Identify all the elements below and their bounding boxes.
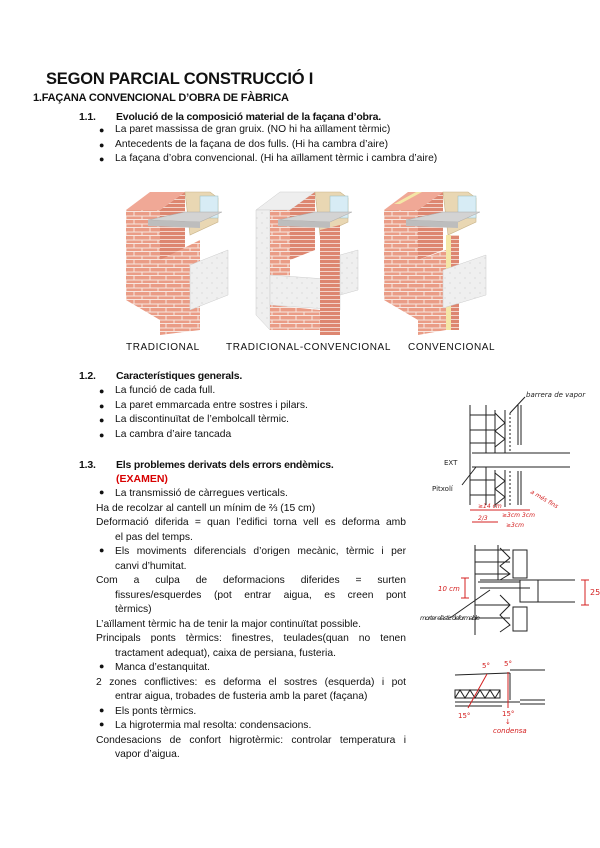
text-line: La transmissió de càrregues verticals. <box>115 488 288 499</box>
list-item: ● Manca d’estanquitat. <box>96 661 406 676</box>
figure-caption-traditional-conventional: TRADICIONAL-CONVENCIONAL <box>226 342 391 353</box>
list-item: ● Els ponts tèrmics. <box>96 705 406 720</box>
text-line: La higrotermia mal resolta: condensacion… <box>115 720 312 731</box>
subsection-heading-1-1: 1.1. Evolució de la composició material … <box>79 111 479 125</box>
bullet-icon: ● <box>99 139 105 150</box>
sketch-label-mortar: morter elàstic deformable <box>420 614 480 622</box>
sketch-slab-edge-joint: 10 cm 25 morter elàstic deformable <box>420 545 600 635</box>
text-line: Principals ponts tèrmics: finestres, teu… <box>96 633 406 644</box>
list-item: ●La funció de cada full. <box>99 384 308 399</box>
wall-section-conventional-illustration <box>384 191 487 335</box>
paragraph: Deformació diferida = quan l’edifici tor… <box>96 516 406 545</box>
list-item: ●La paret emmarcada entre sostres i pila… <box>99 399 308 414</box>
bullet-icon: ● <box>99 719 105 729</box>
text-line: Els ponts tèrmics. <box>115 705 197 717</box>
wall-sections-figure <box>126 191 487 335</box>
bullet-icon: ● <box>99 487 105 497</box>
sketch-arrow-icon: ↓ <box>505 718 511 726</box>
text-line: entrar aigua, trobades de fusteria amb l… <box>115 691 368 702</box>
sketch-temp-4: 15° <box>502 710 514 718</box>
list-item: ●La discontinuïtat de l’embolcall tèrmic… <box>99 413 308 428</box>
subsection-title: Característiques generals. <box>116 370 243 382</box>
bullet-icon: ● <box>99 545 105 555</box>
list-item: ●La façana d’obra convencional. (Hi ha a… <box>99 152 437 167</box>
subsection-number: 1.2. <box>79 370 96 382</box>
bullet-icon: ● <box>99 125 105 135</box>
sketch-dim-right: 25 <box>590 588 600 597</box>
sketch-dim-total: ≥14 cm <box>478 503 502 510</box>
sketch-red-note: a més fins <box>529 489 559 511</box>
paragraph: Principals ponts tèrmics: finestres, teu… <box>96 632 406 661</box>
bullet-icon: ● <box>99 386 105 396</box>
list-item: ●La paret massissa de gran gruix. (NO hi… <box>99 123 437 138</box>
text-line: L’aïllament tèrmic ha de tenir la major … <box>96 618 361 630</box>
sketch-dim-left: 10 cm <box>438 585 460 593</box>
paragraph: 2 zones conflictives: es deforma el sost… <box>96 676 406 705</box>
text-line: Manca d’estanquitat. <box>115 662 211 673</box>
subsection-title: Evolució de la composició material de la… <box>116 111 382 123</box>
sketch-dim-a: ≥3cm <box>502 512 520 519</box>
subsection-heading-1-3: 1.3. Els problemes derivats dels errors … <box>79 459 419 473</box>
subsection-heading-1-2: 1.2. Característiques generals. <box>79 370 379 384</box>
text-line: vapor d’aigua. <box>115 749 180 760</box>
bullet-icon: ● <box>99 415 105 425</box>
list-item: ●Antecedents de la façana de dos fulls. … <box>99 138 437 153</box>
text-line: tractament adequat), caixa de persiana, … <box>115 647 336 659</box>
sketch-label-condensa: condensa <box>493 727 527 735</box>
list-item: ● La higrotermia mal resolta: condensacio… <box>96 719 406 734</box>
subsection-number: 1.1. <box>79 111 96 123</box>
text-line: Deformació diferida = quan l’edifici tor… <box>96 517 406 528</box>
wall-section-traditional-illustration <box>126 191 229 335</box>
sketch-temp-1: 5° <box>482 662 490 670</box>
paragraph: Com a culpa de deformacions diferides = … <box>96 574 406 618</box>
sketch-dim-third: 2/3 <box>478 515 488 522</box>
sketch-label-brick: Pitxolí <box>432 485 454 493</box>
wall-section-traditional-conventional-illustration <box>255 191 359 335</box>
exam-tag: (EXAMEN) <box>116 473 168 485</box>
paragraph: L’aïllament tèrmic ha de tenir la major … <box>96 618 406 633</box>
paragraph: Ha de recolzar al cantell un mínim de ⅔ … <box>96 502 406 517</box>
sketch-dim-c: ≥3cm <box>506 522 524 529</box>
text-line: Els moviments diferencials d’origen mecà… <box>115 546 406 557</box>
paragraph: Condesacions de confort higrotèrmic: con… <box>96 734 406 763</box>
text-line: canvi d’humitat. <box>115 560 187 572</box>
list-item: ● La transmissió de càrregues verticals. <box>96 487 406 502</box>
subsection-title: Els problemes derivats dels errors endèm… <box>116 459 334 471</box>
figure-caption-conventional: CONVENCIONAL <box>408 342 496 353</box>
bullet-icon: ● <box>99 429 105 440</box>
text-line: Com a culpa de deformacions diferides = … <box>96 575 406 586</box>
bullet-icon: ● <box>99 704 105 715</box>
bullet-list-1-1: ●La paret massissa de gran gruix. (NO hi… <box>99 123 437 167</box>
sketch-window-sill-condensation: 5° 5° 15° 15° ↓ condensa <box>454 660 545 735</box>
subsection-number: 1.3. <box>79 459 96 471</box>
sketch-label-vapor-barrier: barrera de vapor <box>526 391 586 399</box>
sketch-wall-slab-section: barrera de vapor EXT Pitxolí ≥14 cm 2/3 … <box>432 391 586 529</box>
document-title: SEGON PARCIAL CONSTRUCCIÓ I <box>46 70 314 88</box>
text-line: fissures/esquerdes (pot entrar aigua, es… <box>115 589 406 601</box>
sketch-temp-2: 5° <box>504 660 512 668</box>
section-1-3-body: ● La transmissió de càrregues verticals. H… <box>96 487 406 763</box>
text-line: Condesacions de confort higrotèrmic: con… <box>96 734 406 746</box>
sketch-label-exterior: EXT <box>444 459 458 467</box>
list-item: ●La cambra d’aire tancada <box>99 428 308 443</box>
bullet-icon: ● <box>99 154 105 164</box>
text-line: el pas del temps. <box>115 531 193 543</box>
bullet-list-1-2: ●La funció de cada full. ●La paret emmar… <box>99 384 308 443</box>
bullet-icon: ● <box>99 400 105 411</box>
bullet-icon: ● <box>99 661 105 671</box>
sketch-dim-b: 3cm <box>522 512 535 519</box>
text-line: Ha de recolzar al cantell un mínim de ⅔ … <box>96 502 316 514</box>
list-item: ● Els moviments diferencials d’origen mec… <box>96 545 406 574</box>
figure-caption-traditional: TRADICIONAL <box>126 342 200 353</box>
text-line: tèrmics) <box>115 604 152 615</box>
section-heading-1: 1.FAÇANA CONVENCIONAL D’OBRA DE FÀBRICA <box>33 92 289 104</box>
sketch-temp-3: 15° <box>458 712 470 720</box>
text-line: 2 zones conflictives: es deforma el sost… <box>96 676 406 688</box>
